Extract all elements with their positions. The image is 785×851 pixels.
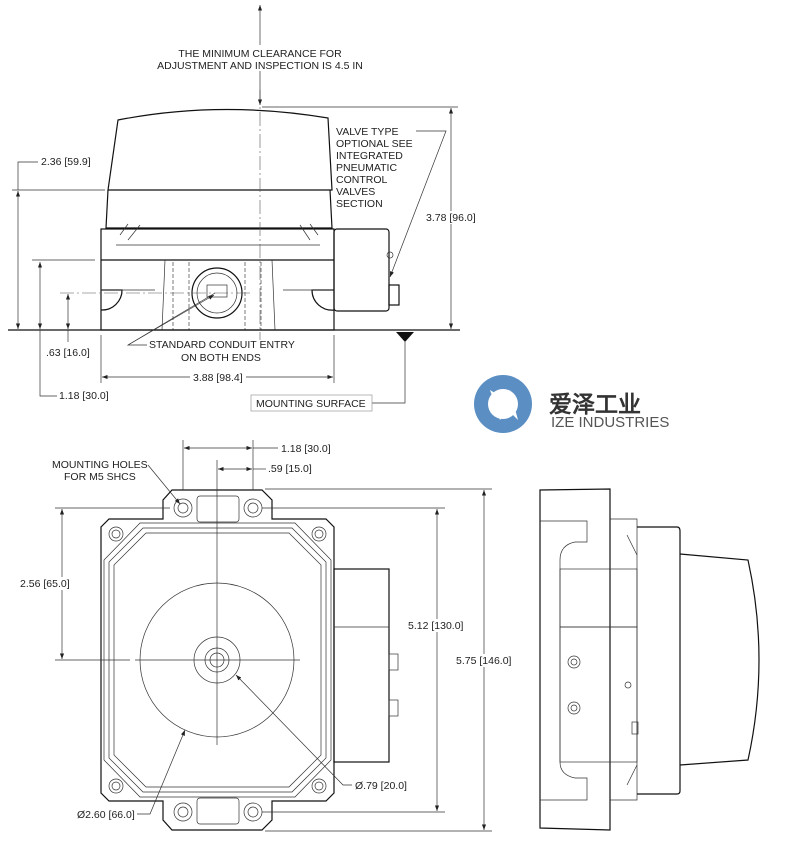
svg-text:VALVE TYPE: VALVE TYPE <box>336 126 398 138</box>
svg-text:PNEUMATIC: PNEUMATIC <box>336 162 397 174</box>
svg-text:SECTION: SECTION <box>336 198 383 210</box>
dim-total-height: 3.78 [96.0] <box>426 212 476 224</box>
dim-width: 3.88 [98.4] <box>193 372 243 384</box>
conduit-note: STANDARD CONDUIT ENTRY <box>149 339 295 351</box>
mounting-holes-note: FOR M5 SHCS <box>64 471 136 483</box>
dim-hole-offset: .59 [15.0] <box>268 463 312 475</box>
dim-hole-spacing: 1.18 [30.0] <box>281 443 331 455</box>
dim-overall-height: 5.75 [146.0] <box>456 655 512 667</box>
ize-logo: 爱泽工业 IZE INDUSTRIES <box>474 375 669 433</box>
front-view: THE MINIMUM CLEARANCE FOR ADJUSTMENT AND… <box>8 5 476 412</box>
logo-text-cn: 爱泽工业 <box>549 391 641 417</box>
conduit-note: ON BOTH ENDS <box>181 352 261 364</box>
clearance-note: THE MINIMUM CLEARANCE FOR <box>178 48 342 60</box>
top-view: 1.18 [30.0] .59 [15.0] MOUNTING HOLES FO… <box>18 440 515 832</box>
svg-text:OPTIONAL SEE: OPTIONAL SEE <box>336 138 413 150</box>
side-view <box>539 488 760 831</box>
svg-text:CONTROL: CONTROL <box>336 174 387 186</box>
dim-half-height: 2.56 [65.0] <box>20 578 70 590</box>
mounting-holes-note: MOUNTING HOLES <box>52 459 148 471</box>
mounting-surface-label: MOUNTING SURFACE <box>256 398 366 410</box>
svg-text:INTEGRATED: INTEGRATED <box>336 150 403 162</box>
dim-conduit-height: .63 [16.0] <box>46 347 90 359</box>
svg-text:VALVES: VALVES <box>336 186 375 198</box>
dim-body-height: 2.36 [59.9] <box>41 156 91 168</box>
dim-hole-pitch: 5.12 [130.0] <box>408 620 464 632</box>
dim-large-diameter: Ø2.60 [66.0] <box>77 809 135 821</box>
dim-base-height: 1.18 [30.0] <box>59 390 109 402</box>
valve-note: VALVE TYPE OPTIONAL SEE INTEGRATED PNEUM… <box>336 126 413 210</box>
clearance-note: ADJUSTMENT AND INSPECTION IS 4.5 IN <box>157 60 363 72</box>
logo-text-en: IZE INDUSTRIES <box>551 414 669 431</box>
dim-small-diameter: Ø.79 [20.0] <box>355 780 407 792</box>
